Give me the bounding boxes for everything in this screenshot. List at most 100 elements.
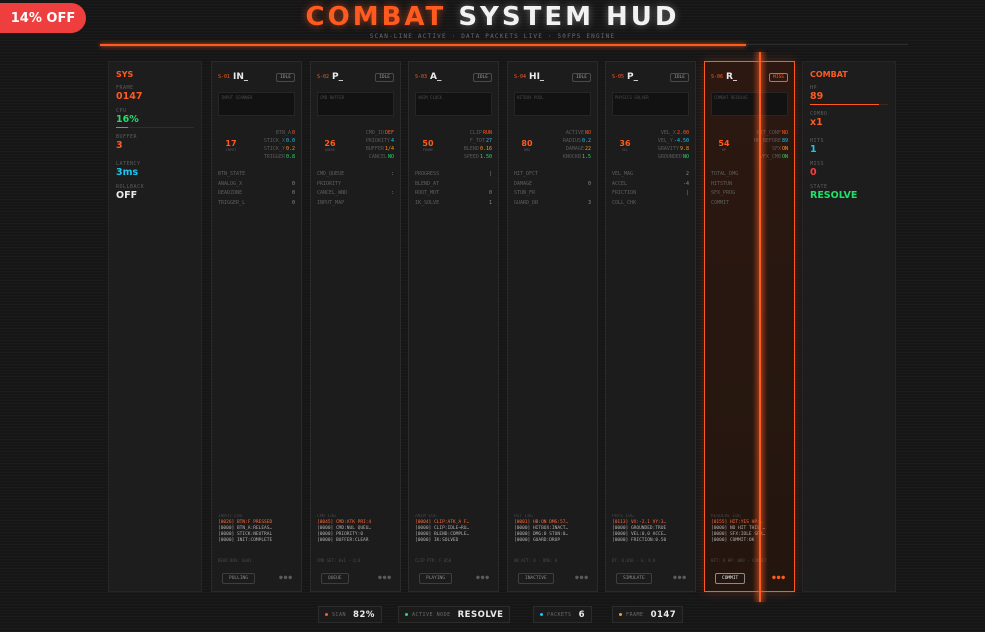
stage-monitor: ANIM CLOCK [415, 92, 492, 116]
metric-key: STICK_X [263, 138, 285, 144]
stage-row: PROGRESS| [415, 170, 492, 180]
combat-title: COMBAT [810, 70, 848, 79]
log-line: [0000] NO HIT THIS … [711, 526, 766, 531]
metric-value: ON [781, 146, 788, 152]
stage-header: S-02 P_ IDLE [317, 62, 394, 92]
metric-value: 0.2 [581, 138, 591, 144]
row-key: ROOT_MOT [415, 190, 440, 197]
log-line: [0000] GUARD:DROP [514, 538, 561, 543]
more-options-icon[interactable]: ●●● [476, 574, 490, 581]
row-key: INPUT_MAP [317, 200, 345, 207]
stage-mode-button[interactable]: SIMULATE [616, 573, 652, 584]
log-line: [0113] VX:-2.1 VY:3… [612, 520, 667, 525]
stage-mode-button[interactable]: COMMIT [715, 573, 746, 584]
miss-label: MISS [810, 161, 825, 167]
miss-value: 0 [810, 167, 817, 178]
status-frame: FRAME 0147 [612, 606, 684, 623]
more-options-icon[interactable]: ●●● [673, 574, 687, 581]
log-line: [0000] FRICTION:0.50 [612, 538, 667, 543]
stage-counter-value: 26 [324, 138, 336, 148]
state-label: STATE [810, 184, 828, 190]
stage-header: S-03 A_ IDLE [415, 62, 492, 92]
more-options-icon[interactable]: ●●● [378, 574, 392, 581]
stage-name: HI_ [529, 72, 545, 82]
log-line: [0000] VEL:0,0 ACCE… [612, 532, 667, 537]
log-line: [0000] SFX:IDLE SFX… [711, 532, 766, 537]
metric-key: KNOCKB [562, 154, 581, 160]
stage-counter-unit: HP [721, 147, 727, 152]
status-packets-value: 6 [578, 609, 585, 620]
metric-key: GRAVITY [657, 146, 679, 152]
metric-key: F_TOT [469, 138, 485, 144]
metric-key: GROUNDED [657, 154, 682, 160]
stage-name: P_ [332, 72, 344, 82]
log-line: [0000] COMMIT:OK [711, 538, 755, 543]
row-value: 0 [291, 180, 295, 187]
row-value: : [390, 190, 394, 197]
discount-label: 14% OFF [10, 10, 76, 26]
row-value: 2 [685, 171, 689, 177]
row-value: : [390, 171, 394, 177]
row-value: 3 [587, 200, 591, 207]
metric-key: CLIP [469, 130, 482, 136]
stage-row: COLL_CHK [612, 199, 689, 209]
stage-name: R_ [726, 72, 738, 82]
metric-key: CMD_ID [365, 130, 384, 136]
stage-mode-button[interactable]: INACTIVE [518, 573, 554, 584]
frame-label: FRAME [116, 85, 134, 91]
metric-value: 0.2 [285, 146, 295, 152]
more-options-icon[interactable]: ●●● [772, 574, 786, 581]
stage-mode-button[interactable]: QUEUE [321, 573, 349, 584]
stage-counter: 54 HP [711, 139, 737, 152]
row-key: PROGRESS [415, 171, 440, 177]
row-key: BLEND_AT [415, 180, 440, 187]
stage-counter: 50 FRAME [415, 139, 441, 152]
stage-counter-value: 17 [225, 138, 237, 148]
metric-key: BUFFER [365, 146, 384, 152]
hp-value: 89 [810, 91, 824, 102]
metric-key: SFX [771, 146, 781, 152]
more-options-icon[interactable]: ●●● [575, 574, 589, 581]
log-heading: RESOLVE LOG [711, 514, 741, 519]
log-line: [0045] CMD:ATK PRI:4 [317, 520, 372, 525]
pipeline-stage-panel: S-01 IN_ IDLE INPUT SCANNER 17 INPUT BTN… [211, 61, 302, 592]
more-options-icon[interactable]: ●●● [279, 574, 293, 581]
stage-metric: VEL_Y-4.50 [640, 137, 689, 145]
log-heading: HIT LOG [514, 514, 533, 519]
stage-mode-button[interactable]: POLLING [222, 573, 255, 584]
discount-badge[interactable]: 14% OFF [0, 3, 86, 33]
sys-title: SYS [116, 70, 134, 79]
metric-value: 0.0 [285, 138, 295, 144]
row-value: 0 [587, 180, 591, 187]
metric-key: PRIORITY [365, 138, 390, 144]
stage-counter: 36 VEL [612, 139, 638, 152]
stage-counter-unit: QUEUE [324, 147, 336, 152]
stage-monitor: CMD BUFFER [317, 92, 394, 116]
row-key: ANALOG_X [218, 180, 243, 187]
sys-panel: SYS FRAME 0147 CPU 16% BUFFER 3 LATENCY … [108, 61, 202, 592]
metric-value: 0.16 [479, 146, 492, 152]
log-line: [0000] BTN_A:RELEAS… [218, 526, 273, 531]
stage-mode-button[interactable]: PLAYING [419, 573, 452, 584]
stage-row: CMD_QUEUE: [317, 170, 394, 180]
status-frame-label: FRAME [626, 611, 644, 618]
stage-monitor: COMBAT RESOLVE [711, 92, 788, 116]
stage-footer: DT: 0.016 · G: 9.8 [612, 558, 656, 563]
stage-header: S-01 IN_ IDLE [218, 62, 295, 92]
